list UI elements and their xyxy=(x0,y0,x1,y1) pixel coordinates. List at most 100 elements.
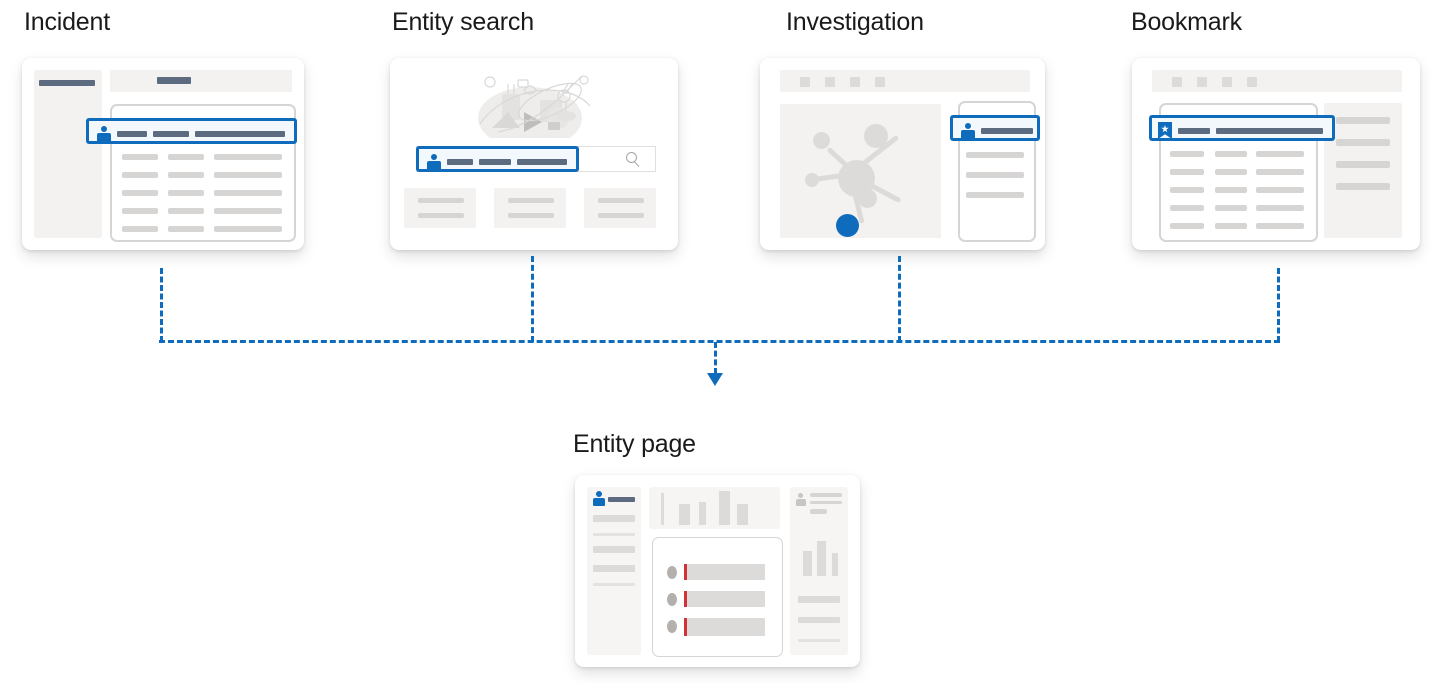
table-cell xyxy=(168,172,204,178)
toolbar-icon[interactable] xyxy=(850,77,860,87)
connector-investigation-vertical xyxy=(898,256,901,342)
incident-nav-title-bar xyxy=(39,80,95,86)
highlighted-entity-row-incident[interactable] xyxy=(86,118,297,144)
tile-line xyxy=(418,213,464,218)
bookmark-detail-panel xyxy=(1324,103,1402,238)
card-entity-search[interactable] xyxy=(390,58,678,250)
graph-node[interactable] xyxy=(805,173,819,187)
panel-line xyxy=(810,501,842,504)
search-icon[interactable] xyxy=(626,152,643,169)
toolbar-icon[interactable] xyxy=(1247,77,1257,87)
toolbar-icon[interactable] xyxy=(825,77,835,87)
table-cell xyxy=(1215,205,1247,211)
alert-row[interactable] xyxy=(687,618,765,636)
arrow-down-icon xyxy=(707,373,723,386)
table-cell xyxy=(1170,205,1204,211)
panel-line xyxy=(1336,183,1390,190)
alert-row[interactable] xyxy=(687,591,765,607)
incident-toolbar-label xyxy=(157,77,191,84)
investigation-side-panel xyxy=(958,101,1036,242)
table-cell xyxy=(1170,223,1204,229)
chart-bar xyxy=(661,493,664,525)
row-field xyxy=(479,159,511,165)
result-tile[interactable] xyxy=(584,188,656,228)
panel-line xyxy=(1336,161,1390,168)
panel-line xyxy=(593,515,635,522)
graph-node-selected[interactable] xyxy=(836,214,859,237)
severity-dot xyxy=(667,566,677,579)
toolbar-icon[interactable] xyxy=(875,77,885,87)
toolbar-icon[interactable] xyxy=(1222,77,1232,87)
result-tile[interactable] xyxy=(494,188,566,228)
column-title-investigation: Investigation xyxy=(786,8,924,36)
bookmark-table xyxy=(1159,103,1318,242)
highlighted-entity-row-entity-search[interactable] xyxy=(416,146,579,172)
tile-line xyxy=(418,198,464,203)
toolbar-icon[interactable] xyxy=(800,77,810,87)
person-icon xyxy=(961,123,975,139)
connector-horizontal-bus xyxy=(159,340,1280,343)
table-cell xyxy=(1170,151,1204,157)
panel-line xyxy=(966,152,1024,158)
table-cell xyxy=(122,154,158,160)
table-cell xyxy=(1215,169,1247,175)
card-investigation[interactable] xyxy=(760,58,1045,250)
column-title-incident: Incident xyxy=(24,8,110,36)
card-bookmark[interactable] xyxy=(1132,58,1420,250)
chart-bar xyxy=(719,491,730,525)
entity-page-alert-list[interactable] xyxy=(652,537,783,657)
severity-dot xyxy=(667,593,677,606)
alert-row[interactable] xyxy=(687,564,765,580)
graph-node[interactable] xyxy=(858,189,877,208)
alert-severity-marker xyxy=(684,591,687,607)
search-illustration xyxy=(478,75,591,138)
chart-bar xyxy=(832,553,838,576)
highlighted-entity-row-investigation[interactable] xyxy=(950,115,1040,141)
graph-node[interactable] xyxy=(864,124,888,148)
connector-incident-vertical xyxy=(160,268,163,342)
table-cell xyxy=(168,226,204,232)
connector-entity-page-vertical xyxy=(714,342,717,374)
table-cell xyxy=(168,190,204,196)
table-cell xyxy=(122,226,158,232)
table-cell xyxy=(1170,169,1204,175)
chart-bar xyxy=(817,541,826,576)
investigation-toolbar xyxy=(780,70,1030,92)
table-cell xyxy=(1256,169,1304,175)
bookmark-toolbar xyxy=(1152,70,1402,92)
row-field xyxy=(1216,128,1323,134)
toolbar-icon[interactable] xyxy=(1172,77,1182,87)
panel-divider xyxy=(798,639,840,642)
card-entity-page[interactable] xyxy=(575,475,860,667)
table-cell xyxy=(122,172,158,178)
card-incident[interactable] xyxy=(22,58,304,250)
panel-line xyxy=(810,493,842,497)
chart-bar xyxy=(803,551,812,576)
incident-toolbar xyxy=(110,70,292,92)
bookmark-icon xyxy=(1158,122,1172,139)
table-cell xyxy=(214,226,282,232)
graph-node[interactable] xyxy=(813,132,830,149)
row-field xyxy=(447,159,473,165)
toolbar-icon[interactable] xyxy=(1197,77,1207,87)
table-cell xyxy=(1256,223,1304,229)
panel-line xyxy=(810,509,827,514)
row-field xyxy=(153,131,189,137)
tile-line xyxy=(598,198,644,203)
highlighted-bookmark-row[interactable] xyxy=(1149,115,1335,141)
table-cell xyxy=(214,154,282,160)
panel-divider xyxy=(593,583,635,586)
row-field xyxy=(1178,128,1210,134)
result-tile[interactable] xyxy=(404,188,476,228)
table-cell xyxy=(168,154,204,160)
incident-table xyxy=(110,104,296,242)
investigation-graph-canvas[interactable] xyxy=(780,104,941,238)
row-field xyxy=(117,131,147,137)
connector-entity-search-vertical xyxy=(531,256,534,342)
panel-line xyxy=(593,546,635,553)
table-cell xyxy=(1215,223,1247,229)
panel-divider xyxy=(593,533,635,536)
panel-line xyxy=(593,565,635,572)
tile-line xyxy=(598,213,644,218)
